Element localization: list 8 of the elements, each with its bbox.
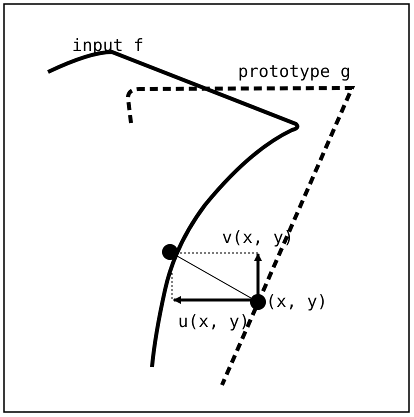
point-marker — [250, 294, 266, 310]
vector-label: v(x, y) — [222, 228, 294, 248]
point-label: (x, y) — [266, 292, 328, 312]
point-marker — [162, 244, 178, 260]
connector-line — [176, 255, 252, 299]
vector-label: u(x, y) — [178, 312, 250, 332]
curve-label: input f — [72, 36, 144, 56]
curve-label: prototype g — [238, 62, 351, 82]
